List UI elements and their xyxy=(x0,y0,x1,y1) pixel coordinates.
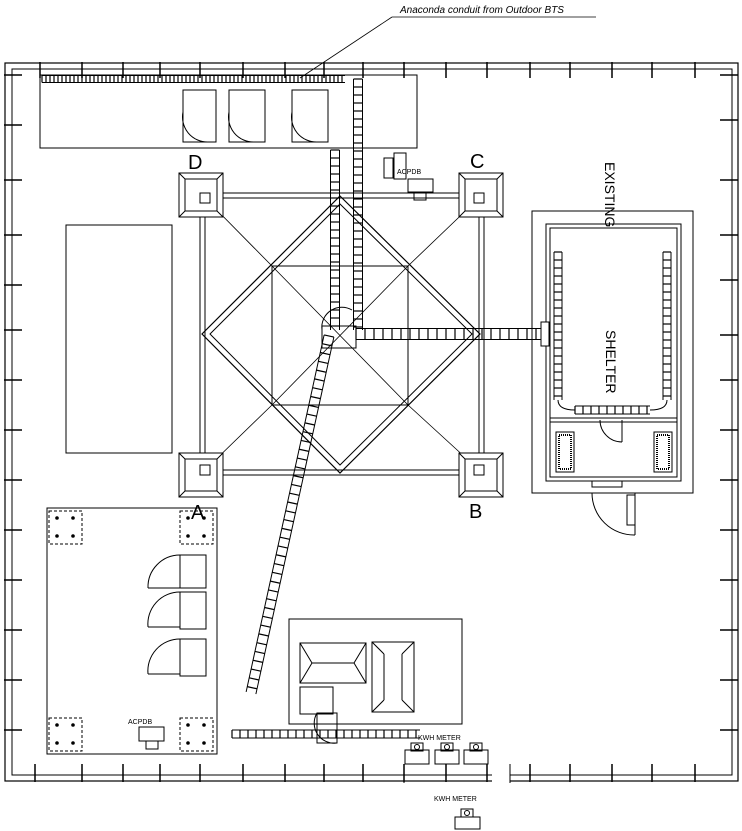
compound-boundary-wall xyxy=(4,62,739,782)
bottom-cable-tray xyxy=(231,729,420,739)
kwh-meter-inside-label: KWH METER xyxy=(418,735,461,742)
tower-leg-c-label: C xyxy=(470,151,484,173)
conduit-callout-text: Anaconda conduit from Outdoor BTS xyxy=(399,5,564,16)
outdoor-cabinet xyxy=(228,89,266,143)
diagonal-cable-tray xyxy=(245,334,335,695)
top-equipment-platform xyxy=(39,74,418,149)
bottom-left-equipment-platform xyxy=(46,507,218,755)
vertical-cable-tray xyxy=(330,149,340,330)
tower-leg-d xyxy=(178,172,224,218)
kwh-meter-inside xyxy=(404,742,489,765)
foundation-pad xyxy=(179,717,214,752)
tower-leg-b-label: B xyxy=(469,501,482,523)
kwh-meter-outside-label: KWH METER xyxy=(434,796,477,803)
acpdb-bottom xyxy=(138,726,165,750)
horizontal-cable-tray xyxy=(355,328,546,340)
acpdb-top: ACPDB xyxy=(383,152,434,201)
conduit-callout-leader xyxy=(299,16,393,79)
tower-leg-c xyxy=(458,172,504,218)
existing-shelter xyxy=(531,210,694,536)
tower-leg-a xyxy=(178,452,224,498)
acpdb-bottom-label: ACPDB xyxy=(128,719,152,726)
outdoor-cabinet xyxy=(147,591,207,630)
tower-leg-b xyxy=(458,452,504,498)
tower-leg-d-label: D xyxy=(188,152,202,174)
acpdb-top-label: ACPDB xyxy=(397,169,421,176)
outdoor-cabinet xyxy=(291,89,329,143)
foundation-pad xyxy=(48,717,83,752)
shelter-label: SHELTER xyxy=(603,330,619,394)
ac-unit xyxy=(653,431,673,473)
gate xyxy=(403,764,511,784)
foundation-pad xyxy=(48,510,83,545)
left-slab xyxy=(65,224,173,454)
shelter-cable-tray xyxy=(540,251,672,415)
genset-area xyxy=(288,618,463,744)
existing-label: EXISTING xyxy=(602,162,618,227)
ac-unit xyxy=(555,431,575,473)
tower-leg-a-label: A xyxy=(191,502,205,524)
tower xyxy=(178,172,504,498)
foundation-pad xyxy=(179,510,214,545)
vertical-cable-tray xyxy=(353,78,363,330)
outdoor-cabinet xyxy=(182,89,217,143)
outdoor-cabinet xyxy=(147,638,207,677)
top-cable-tray xyxy=(41,75,345,83)
outdoor-cabinet xyxy=(147,554,207,589)
kwh-meter-outside xyxy=(454,808,481,830)
